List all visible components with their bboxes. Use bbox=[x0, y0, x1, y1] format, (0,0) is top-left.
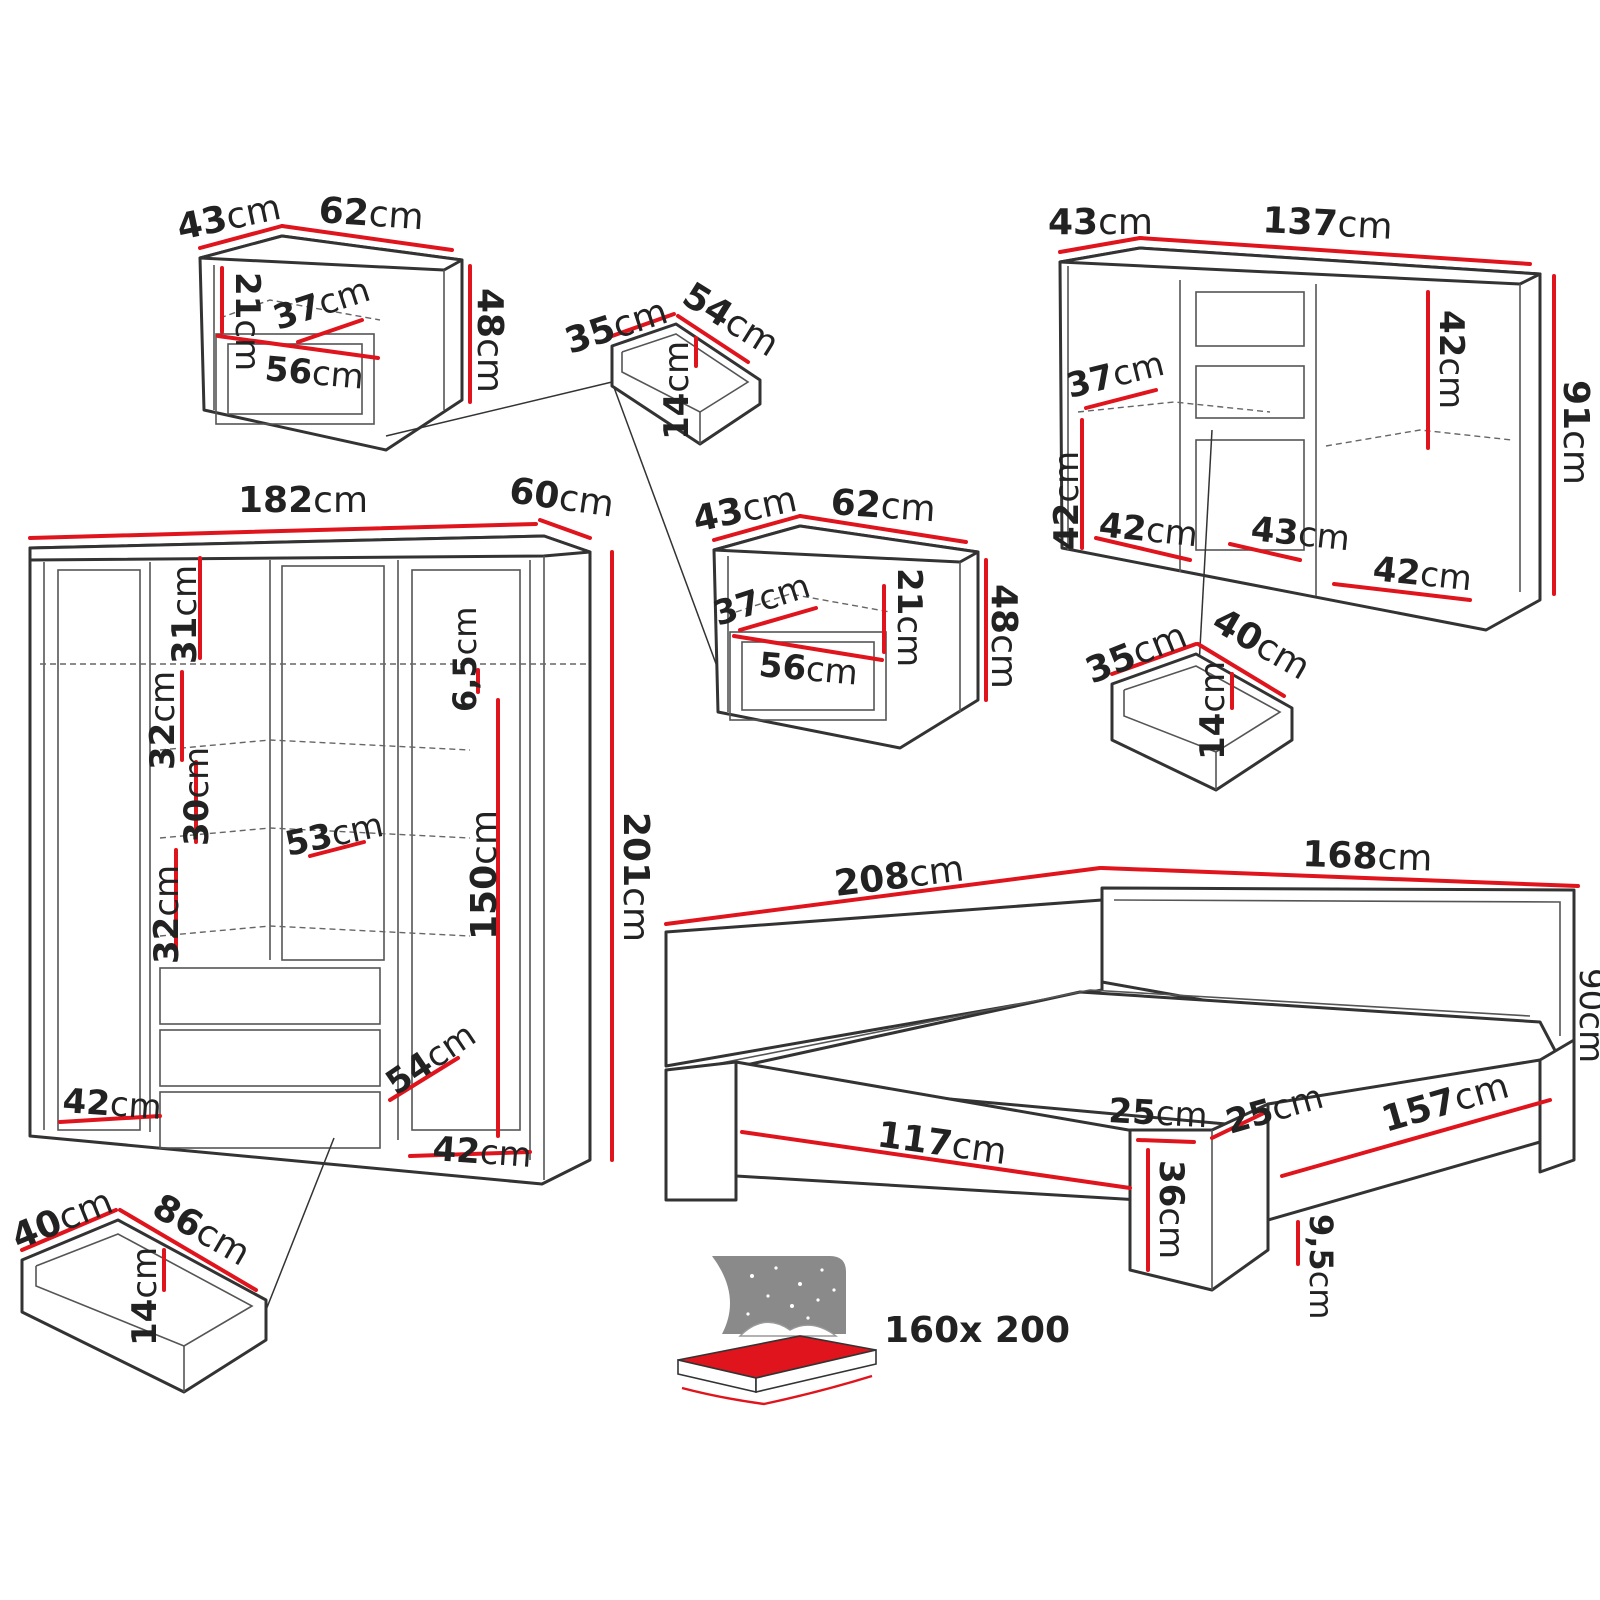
nightstand-top-drawer bbox=[610, 312, 762, 446]
sideboard-right-inner-width-label: 42cm bbox=[1371, 549, 1474, 599]
nightstand-top-inner-width-label: 56cm bbox=[263, 349, 365, 397]
sideboard-height-label: 91cm bbox=[1555, 380, 1596, 485]
stars-icon bbox=[746, 1266, 836, 1320]
bed-length-label: 208cm bbox=[832, 848, 966, 905]
wardrobe-comp-shelf3-label: 32cm bbox=[147, 865, 187, 964]
nightstand-mid-width-label: 62cm bbox=[829, 482, 937, 530]
wardrobe-height-label: 201cm bbox=[615, 812, 656, 942]
leader-line bbox=[1197, 429, 1213, 685]
sideboard-drawer bbox=[1110, 642, 1294, 792]
nightstand-top-width-label: 62cm bbox=[317, 190, 425, 238]
wardrobe-right-inner-width-label: 42cm bbox=[431, 1129, 533, 1176]
leader-line bbox=[265, 1137, 335, 1311]
leader-line bbox=[611, 381, 723, 681]
wardrobe bbox=[28, 518, 614, 1186]
sideboard-width-label: 137cm bbox=[1262, 200, 1394, 248]
wardrobe-width-label: 182cm bbox=[238, 480, 368, 521]
leader-line bbox=[385, 381, 613, 437]
bed-foot-height-label: 36cm bbox=[1151, 1160, 1191, 1259]
sideboard-left-inner-width-label: 42cm bbox=[1097, 505, 1200, 555]
wardrobe-comp-shelf1-label: 32cm bbox=[143, 671, 183, 770]
wardrobe-comp-top-label: 31cm bbox=[165, 565, 205, 664]
bed-clearance-label: 9,5cm bbox=[1302, 1214, 1340, 1319]
wardrobe-shelf-depth-label: 53cm bbox=[282, 805, 387, 865]
wardrobe-hanging-height-label: 150cm bbox=[464, 810, 505, 940]
nightstand-mid-height-label: 48cm bbox=[983, 584, 1024, 689]
wardrobe-drawer-height-label: 14cm bbox=[125, 1247, 165, 1346]
mattress-size-label: 160x 200 bbox=[884, 1310, 1070, 1351]
wardrobe-rail-gap-label: 6,5cm bbox=[446, 607, 484, 712]
bed-headboard-height-label: 90cm bbox=[1571, 968, 1600, 1063]
sideboard-right-inner-height-label: 42cm bbox=[1431, 310, 1471, 409]
nightstand-top-inner-height-label: 21cm bbox=[227, 272, 267, 371]
sideboard-drawer-height-label: 14cm bbox=[1193, 661, 1233, 760]
bed bbox=[664, 866, 1580, 1292]
nightstand-mid-inner-height-label: 21cm bbox=[889, 568, 929, 667]
wardrobe-drawer bbox=[20, 1208, 268, 1394]
wardrobe-depth-label: 60cm bbox=[507, 470, 617, 525]
mattress-night-icon bbox=[677, 1256, 877, 1406]
bed-width-label: 168cm bbox=[1302, 834, 1433, 880]
nightstand-top bbox=[198, 224, 472, 452]
nightstand-top-height-label: 48cm bbox=[469, 288, 510, 393]
nightstand-top-drawer-height-label: 14cm bbox=[657, 341, 697, 440]
sideboard-left-inner-height-label: 42cm bbox=[1047, 451, 1087, 550]
bed-side-panel-label: 117cm bbox=[875, 1114, 1009, 1173]
nightstand-mid bbox=[712, 514, 988, 750]
bed-foot-post-a-label: 25cm bbox=[1108, 1091, 1209, 1136]
sideboard-depth-label: 43cm bbox=[1048, 202, 1153, 243]
sideboard-middle-inner-width-label: 43cm bbox=[1249, 509, 1352, 559]
nightstand-mid-inner-width-label: 56cm bbox=[757, 645, 859, 693]
wardrobe-left-inner-width-label: 42cm bbox=[61, 1081, 163, 1128]
wardrobe-comp-shelf2-label: 30cm bbox=[177, 747, 217, 846]
sideboard bbox=[1058, 236, 1556, 632]
nightstand-mid-depth-label: 43cm bbox=[689, 479, 800, 541]
